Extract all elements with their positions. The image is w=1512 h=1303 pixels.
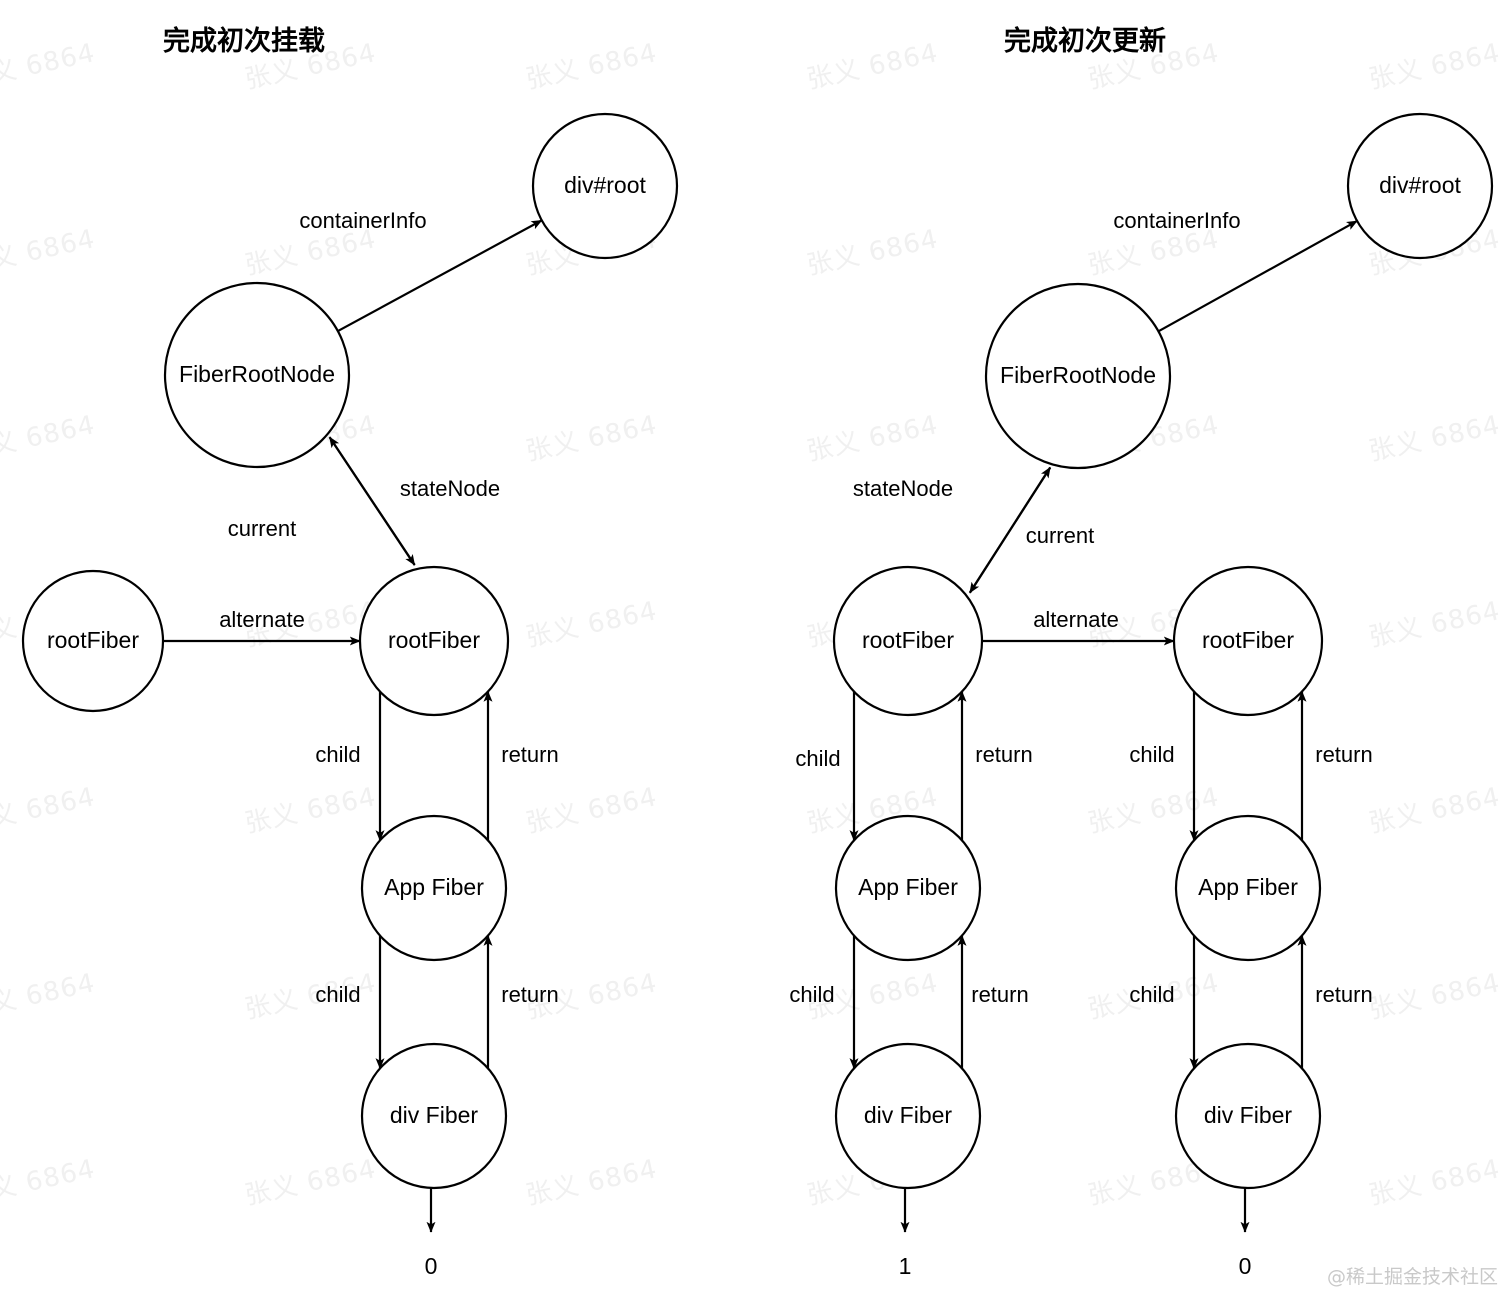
edge-label-child: child [789,982,834,1007]
diagram-title-update: 完成初次更新 [1004,26,1166,57]
edge-label-child: child [315,982,360,1007]
node-app-fiber[interactable]: App Fiber [834,814,982,962]
node-div-fiber[interactable]: div Fiber [834,1042,982,1190]
node-circle [834,814,982,962]
node-label: div Fiber [864,1102,953,1128]
edge-containerinfo [337,219,543,333]
node-circle [163,281,351,469]
node-label: rootFiber [47,627,139,653]
node-label: div#root [1379,172,1461,198]
node-rootfiber[interactable]: rootFiber [21,569,165,713]
node-fiberrootnode[interactable]: FiberRootNode [984,282,1172,470]
node-label: div Fiber [390,1102,479,1128]
edge-label-return: return [501,742,558,767]
node-circle [1172,565,1324,717]
node-label: App Fiber [1198,874,1298,900]
leaf-value: 1 [899,1253,912,1279]
node-app-fiber[interactable]: App Fiber [360,814,508,962]
node-label: rootFiber [388,627,480,653]
node-label: App Fiber [858,874,958,900]
edge-label-statenode: stateNode [400,476,500,501]
edge-label-containerinfo: containerInfo [1113,208,1240,233]
node-label: FiberRootNode [1000,362,1156,388]
node-circle [1174,1042,1322,1190]
edge-label-return: return [975,742,1032,767]
edge-label-return: return [501,982,558,1007]
node-div-fiber[interactable]: div Fiber [1174,1042,1322,1190]
edge-label-return: return [1315,982,1372,1007]
edge-current [968,466,1052,594]
node-circle [984,282,1172,470]
node-circle [358,565,510,717]
edge-label-alternate: alternate [219,607,305,632]
node-fiberrootnode[interactable]: FiberRootNode [163,281,351,469]
node-rootfiber[interactable]: rootFiber [358,565,510,717]
node-circle [834,1042,982,1190]
node-div-root[interactable]: div#root [1346,112,1494,260]
node-circle [21,569,165,713]
edge-label-current: current [228,516,296,541]
node-div-fiber[interactable]: div Fiber [360,1042,508,1190]
node-circle [1346,112,1494,260]
node-app-fiber[interactable]: App Fiber [1174,814,1322,962]
node-label: FiberRootNode [179,361,335,387]
edge-label-return: return [971,982,1028,1007]
node-rootfiber[interactable]: rootFiber [832,565,984,717]
node-label: div#root [564,172,646,198]
edge-label-child: child [1129,982,1174,1007]
edge-label-child: child [1129,742,1174,767]
leaf-value: 0 [1239,1253,1252,1279]
node-div-root[interactable]: div#root [531,112,679,260]
leaves-layer: 0 1 0 [425,1188,1252,1279]
edge-label-child: child [315,742,360,767]
node-circle [1174,814,1322,962]
node-circle [360,814,508,962]
edge-containerinfo [1157,220,1358,333]
edge-label-current: current [1026,523,1094,548]
edge-label-containerinfo: containerInfo [299,208,426,233]
node-circle [531,112,679,260]
edge-label-return: return [1315,742,1372,767]
leaf-value: 0 [425,1253,438,1279]
node-circle [832,565,984,717]
node-circle [360,1042,508,1190]
node-rootfiber[interactable]: rootFiber [1172,565,1324,717]
edge-label-child: child [795,746,840,771]
node-label: App Fiber [384,874,484,900]
diagram-title-mount: 完成初次挂载 [163,26,325,57]
node-label: rootFiber [1202,627,1294,653]
source-credit: @稀土掘金技术社区 [1326,1266,1498,1288]
edge-current [328,436,416,566]
node-label: rootFiber [862,627,954,653]
edge-label-statenode: stateNode [853,476,953,501]
node-label: div Fiber [1204,1102,1293,1128]
edge-label-alternate: alternate [1033,607,1119,632]
edges-layer: containerInfo stateNode current alternate ch… [152,208,1373,1070]
